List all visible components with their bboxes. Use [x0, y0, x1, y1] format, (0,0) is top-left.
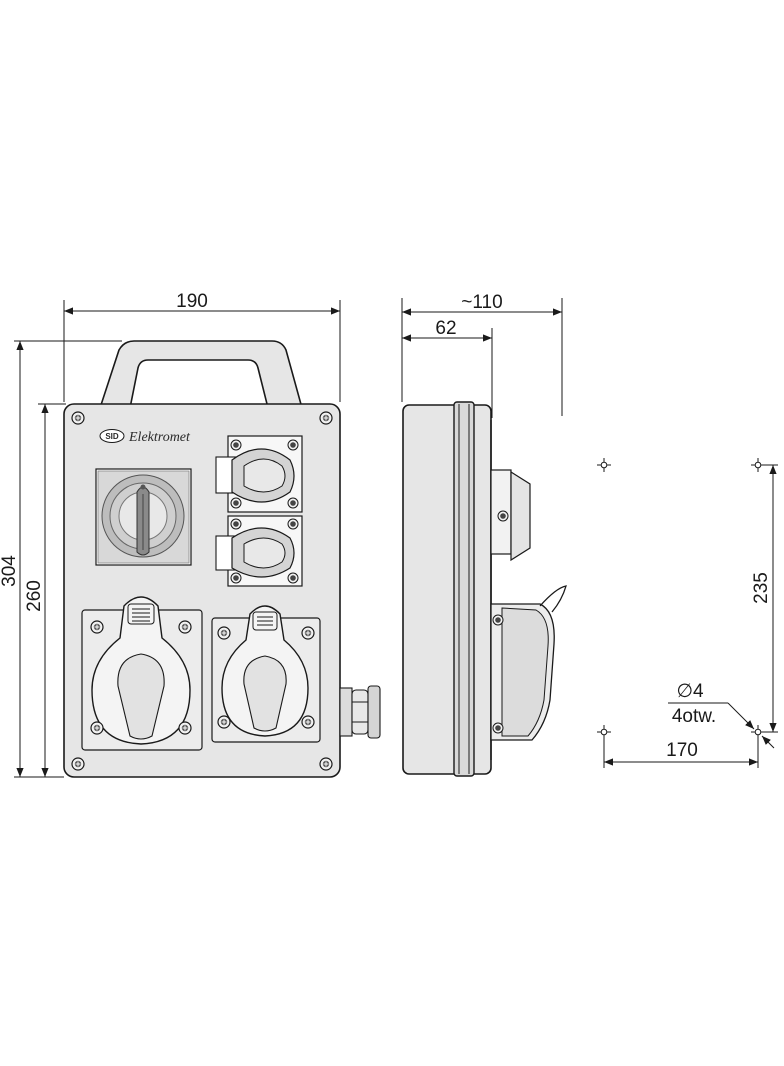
dim-width-front: 190: [176, 291, 208, 312]
mount-hole-icon: [596, 457, 612, 473]
main-switch: [95, 468, 192, 566]
socket-screw-icon: [217, 715, 231, 729]
socket-screw-icon: [492, 614, 504, 626]
mount-hole-icon: [750, 457, 766, 473]
carry-handle: [98, 340, 304, 409]
front-view: SID Elektromet: [63, 340, 381, 778]
socket-screw-icon: [287, 497, 299, 509]
dimension-labels: 190 304 260 ~110 62 235 170 ∅4 4otw.: [0, 291, 772, 761]
dim-depth-total: ~110: [461, 292, 502, 313]
cee-socket-large: [81, 596, 203, 751]
dim-height-total: 304: [0, 555, 20, 587]
dim-hole-count: 4otw.: [672, 706, 716, 727]
small-socket-bottom: [215, 515, 303, 587]
side-small-socket: [490, 469, 531, 562]
socket-screw-icon: [492, 722, 504, 734]
socket-screw-icon: [301, 715, 315, 729]
socket-screw-icon: [90, 620, 104, 634]
corner-screw-icon: [319, 757, 333, 771]
cee-socket-medium: [211, 605, 321, 743]
dim-depth-body: 62: [435, 318, 456, 339]
brand-name: Elektromet: [128, 430, 191, 445]
socket-screw-icon: [287, 572, 299, 584]
corner-screw-icon: [319, 411, 333, 425]
socket-screw-icon: [230, 518, 242, 530]
sid-logo-icon: [99, 429, 125, 443]
socket-screw-icon: [287, 439, 299, 451]
socket-screw-icon: [230, 439, 242, 451]
side-housing: [402, 404, 492, 775]
socket-screw-icon: [178, 721, 192, 735]
dim-height-body: 260: [24, 580, 45, 612]
corner-screw-icon: [71, 757, 85, 771]
dim-hole-diameter: ∅4: [676, 681, 704, 702]
small-socket-top: [215, 435, 303, 513]
dim-mount-horizontal: 170: [666, 740, 698, 761]
socket-screw-icon: [287, 518, 299, 530]
dim-mount-vertical: 235: [751, 572, 772, 604]
side-cee-socket: [490, 585, 567, 741]
socket-screw-icon: [301, 626, 315, 640]
cable-gland: [339, 685, 381, 739]
mount-hole-icon: [596, 724, 612, 740]
dimension-lines: [14, 298, 778, 778]
brand-logo-text: SID: [105, 432, 119, 441]
socket-screw-icon: [90, 721, 104, 735]
socket-screw-icon: [217, 626, 231, 640]
socket-screw-icon: [178, 620, 192, 634]
socket-screw-icon: [230, 572, 242, 584]
side-view: [402, 401, 567, 777]
socket-screw-icon: [230, 497, 242, 509]
corner-screw-icon: [71, 411, 85, 425]
socket-screw-icon: [497, 510, 509, 522]
